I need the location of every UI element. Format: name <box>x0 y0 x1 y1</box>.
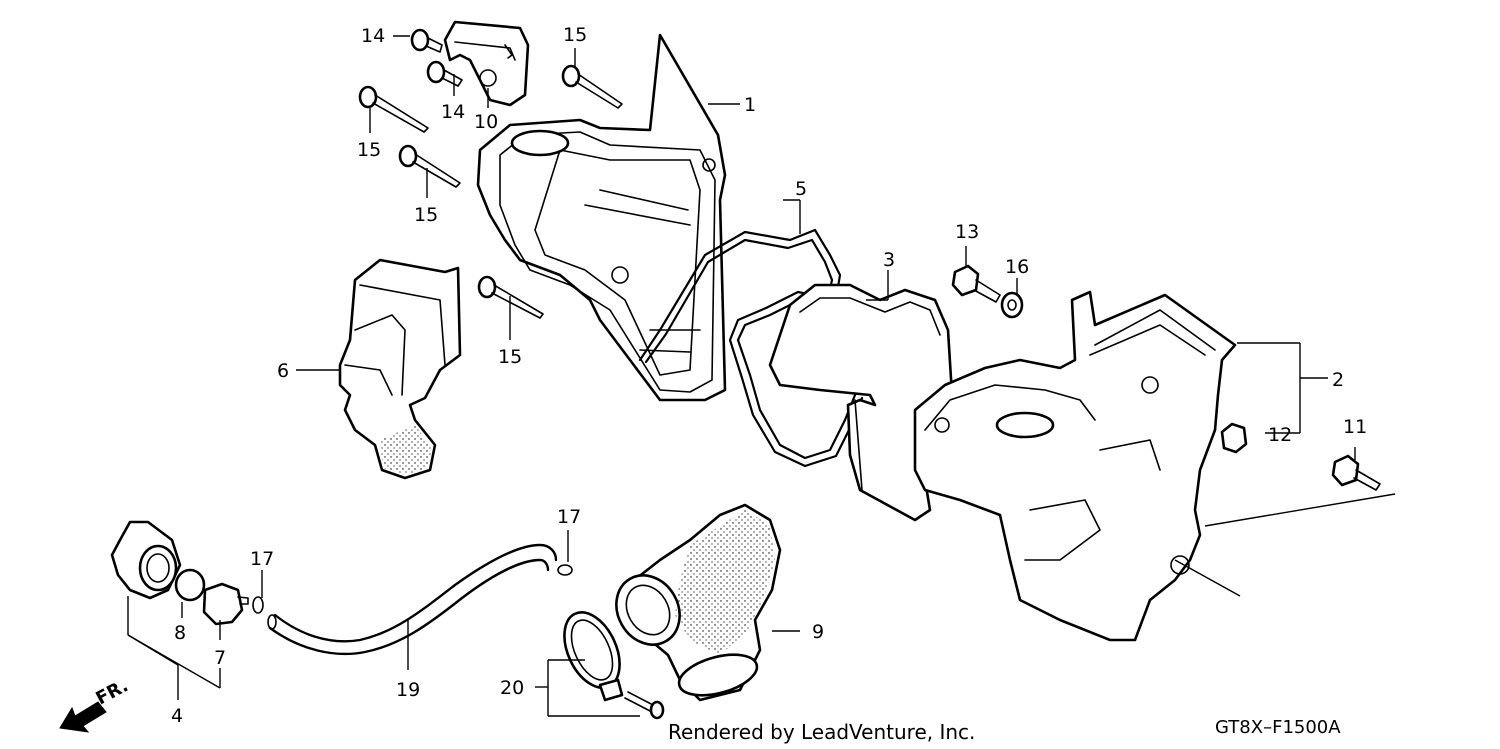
callout-1: 1 <box>744 94 756 116</box>
screw-20 <box>624 691 665 720</box>
callout-5: 5 <box>795 178 807 200</box>
callout-17-left: 17 <box>250 548 274 570</box>
callout-8: 8 <box>174 622 186 644</box>
callout-11: 11 <box>1343 416 1367 438</box>
part-bracket <box>443 20 530 107</box>
front-arrow-icon <box>59 701 107 733</box>
screw-14-lower <box>426 60 463 87</box>
callout-17-right: 17 <box>557 506 581 528</box>
callout-15-a: 15 <box>563 24 587 46</box>
callout-20: 20 <box>500 677 524 699</box>
callout-14-lower: 14 <box>441 101 465 123</box>
clip-17-right <box>557 564 573 576</box>
callout-4: 4 <box>171 705 183 727</box>
callout-2: 2 <box>1332 369 1344 391</box>
bolt-13 <box>951 264 1001 303</box>
screw-15-d <box>477 275 544 319</box>
part-fitting-7 <box>202 582 249 626</box>
callout-6: 6 <box>277 360 289 382</box>
leader-lines <box>127 35 1396 717</box>
part-air-cleaner-case-upper <box>476 33 727 402</box>
screw-14-upper <box>410 28 443 53</box>
callout-10: 10 <box>474 111 498 133</box>
diagram-code: GT8X–F1500A <box>1215 717 1341 738</box>
washer-16 <box>1000 291 1024 319</box>
callout-19: 19 <box>396 679 420 701</box>
callout-labels: 1 2 3 4 5 6 7 8 9 10 11 12 13 14 14 15 1… <box>171 24 1367 727</box>
part-air-filter-element <box>768 283 954 522</box>
callout-15-b: 15 <box>357 139 381 161</box>
clip-17-left <box>252 596 264 614</box>
part-connecting-tube-9 <box>615 503 782 702</box>
front-direction-marker: FR. <box>59 675 132 733</box>
part-cap-8 <box>174 568 206 602</box>
part-tube-19 <box>267 543 558 656</box>
callout-14-upper: 14 <box>361 25 385 47</box>
part-gasket <box>638 228 872 468</box>
part-air-cleaner-case-lower <box>913 290 1237 642</box>
screw-15-c <box>398 144 461 188</box>
callout-16: 16 <box>1005 256 1029 278</box>
callout-12: 12 <box>1268 424 1292 446</box>
callout-7: 7 <box>214 647 226 669</box>
callout-15-c: 15 <box>414 204 438 226</box>
bolt-11 <box>1331 454 1381 491</box>
footer-credit: Rendered by LeadVenture, Inc. <box>668 720 975 744</box>
grommet-12 <box>1220 422 1248 454</box>
part-intake-duct <box>338 258 462 480</box>
callout-15-d: 15 <box>498 346 522 368</box>
callout-3: 3 <box>883 249 895 271</box>
callout-9: 9 <box>812 621 824 643</box>
screw-15-a <box>561 64 623 109</box>
screw-15-b <box>358 85 429 133</box>
part-breather-housing <box>110 520 182 600</box>
callout-13: 13 <box>955 221 979 243</box>
